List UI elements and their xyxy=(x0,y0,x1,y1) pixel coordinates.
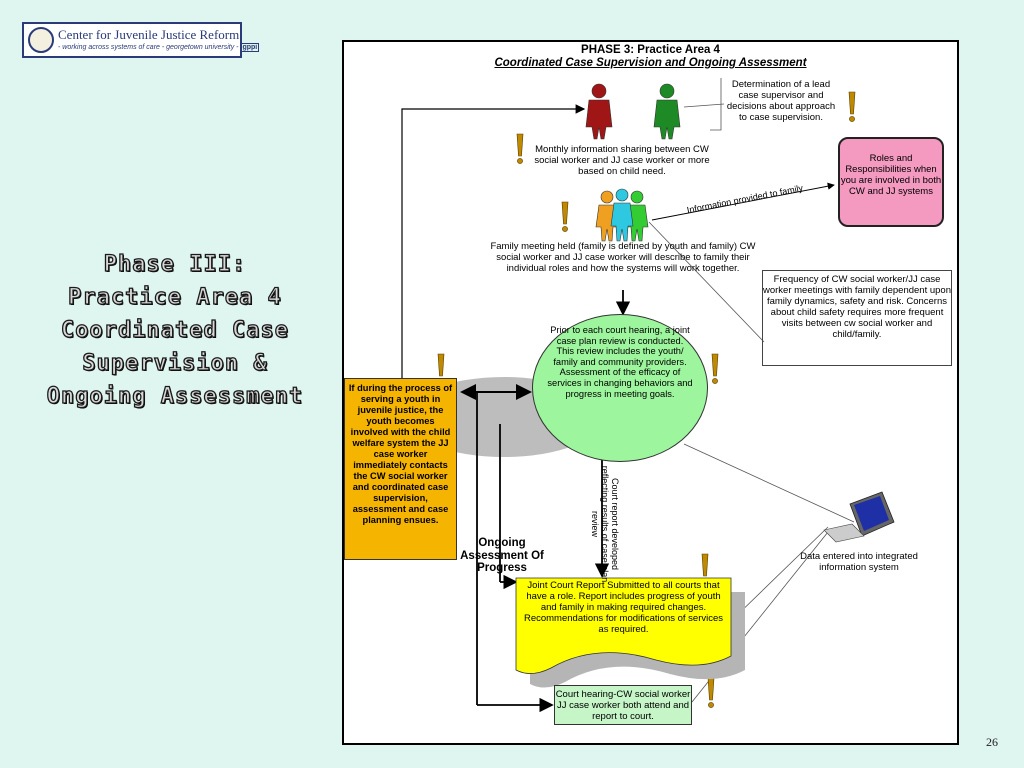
case-plan-review-circle: Prior to each court hearing, a joint cas… xyxy=(532,314,708,462)
slide-title-line: Supervision & xyxy=(82,350,268,376)
loop-arrow xyxy=(401,104,586,382)
georgetown-seal-icon xyxy=(28,27,54,53)
family-meeting-note: Family meeting held (family is defined b… xyxy=(490,241,756,274)
slide-title-line: Phase III: xyxy=(103,251,247,277)
roles-box: Roles and Responsibilities when you are … xyxy=(838,137,944,227)
page-number: 26 xyxy=(986,735,998,749)
data-entered-label: Data entered into integrated information… xyxy=(800,551,918,573)
computer-icon xyxy=(823,491,895,543)
joint-report-shape xyxy=(515,577,732,674)
ongoing-assessment-label: Ongoing Assessment Of Progress xyxy=(460,537,544,574)
frequency-note: Frequency of CW social worker/JJ case wo… xyxy=(762,270,952,366)
alert-icon xyxy=(561,201,569,232)
cw-worker-figure-icon xyxy=(585,83,613,140)
slide-title-line: Practice Area 4 xyxy=(68,284,282,310)
alert-icon xyxy=(848,91,856,122)
lead-supervisor-note: Determination of a lead case supervisor … xyxy=(726,79,836,123)
slide-title-line: Ongoing Assessment xyxy=(46,383,304,409)
review-to-data-line xyxy=(683,443,855,523)
cjjr-logo: Center for Juvenile Justice Reform - wor… xyxy=(22,22,260,58)
info-to-roles-arrow xyxy=(651,182,835,221)
lead-note-connector xyxy=(683,103,725,108)
monthly-sharing-note: Monthly information sharing between CW s… xyxy=(534,144,710,177)
diagram-heading: PHASE 3: Practice Area 4 xyxy=(581,44,720,56)
report-to-data-line xyxy=(729,526,829,623)
logo-name: Center for Juvenile Justice Reform xyxy=(58,27,240,42)
gppi-badge: gppi xyxy=(240,43,260,52)
lead-note-bracket xyxy=(710,78,722,131)
court-report-label: Court report developed reflecting result… xyxy=(590,465,620,583)
court-hearing-box: Court hearing-CW social worker JJ case w… xyxy=(554,685,692,725)
family-group-icon xyxy=(595,188,649,242)
alert-icon xyxy=(516,133,524,164)
frequency-connector xyxy=(648,221,765,343)
logo-tagline-text: - working across systems of care - georg… xyxy=(58,44,239,51)
slide-title: Phase III: Practice Area 4 Coordinated C… xyxy=(30,248,320,413)
alert-icon xyxy=(707,677,715,708)
diagram-subheading: Coordinated Case Supervision and Ongoing… xyxy=(494,57,807,69)
alert-icon xyxy=(711,353,719,384)
joint-court-report: Joint Court Report Submitted to all cour… xyxy=(523,580,724,635)
jj-involvement-box: If during the process of serving a youth… xyxy=(344,378,457,560)
diagram-panel: PHASE 3: Practice Area 4 Coordinated Cas… xyxy=(342,40,959,745)
jj-worker-figure-icon xyxy=(653,83,681,140)
slide-title-line: Coordinated Case xyxy=(60,317,289,343)
logo-tagline: - working across systems of care - georg… xyxy=(58,43,260,52)
